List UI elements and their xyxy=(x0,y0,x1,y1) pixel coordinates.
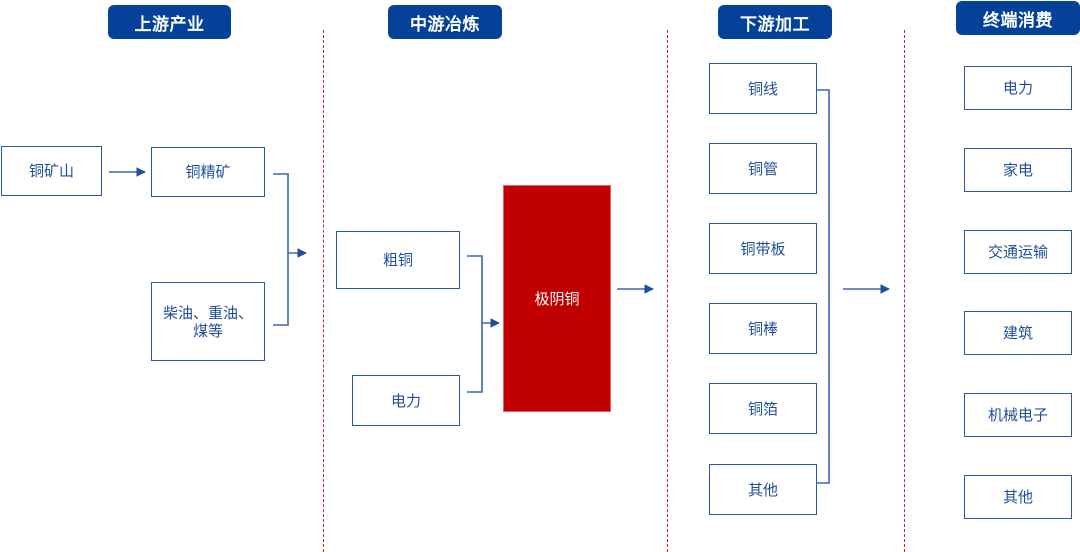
node-cathode-copper: 极阴铜 xyxy=(503,185,611,412)
node-power-input: 电力 xyxy=(352,375,460,426)
node-consumption-item: 建筑 xyxy=(964,311,1072,355)
node-fuel-label: 柴油、重油、煤等 xyxy=(162,303,253,340)
stage-header-downstream: 下游加工 xyxy=(718,5,832,39)
node-consumption-item: 交通运输 xyxy=(964,230,1072,274)
stage-header-consumption: 终端消费 xyxy=(956,1,1080,35)
stage-header-midstream: 中游冶炼 xyxy=(388,5,502,39)
node-copper-concentrate: 铜精矿 xyxy=(151,147,265,197)
node-fuel: 柴油、重油、煤等 xyxy=(151,282,265,361)
node-copper-mine: 铜矿山 xyxy=(1,146,102,196)
node-downstream-item: 铜箔 xyxy=(709,383,817,434)
node-consumption-item: 机械电子 xyxy=(964,393,1072,437)
bracket-downstream xyxy=(817,89,830,484)
node-consumption-item: 电力 xyxy=(964,66,1072,110)
node-downstream-item: 铜带板 xyxy=(709,223,817,274)
node-consumption-item: 家电 xyxy=(964,148,1072,192)
bracket-midstream xyxy=(467,255,483,393)
stage-divider-1 xyxy=(323,30,324,552)
stage-divider-2 xyxy=(667,30,668,552)
stage-header-upstream: 上游产业 xyxy=(108,5,231,39)
node-downstream-item: 铜管 xyxy=(709,143,817,194)
stage-divider-3 xyxy=(904,30,905,552)
node-consumption-item: 其他 xyxy=(964,475,1072,519)
node-blister-copper: 粗铜 xyxy=(336,231,460,289)
node-downstream-item: 铜线 xyxy=(709,63,817,114)
node-downstream-item: 铜棒 xyxy=(709,303,817,354)
node-downstream-item: 其他 xyxy=(709,464,817,515)
bracket-upstream xyxy=(273,173,289,326)
